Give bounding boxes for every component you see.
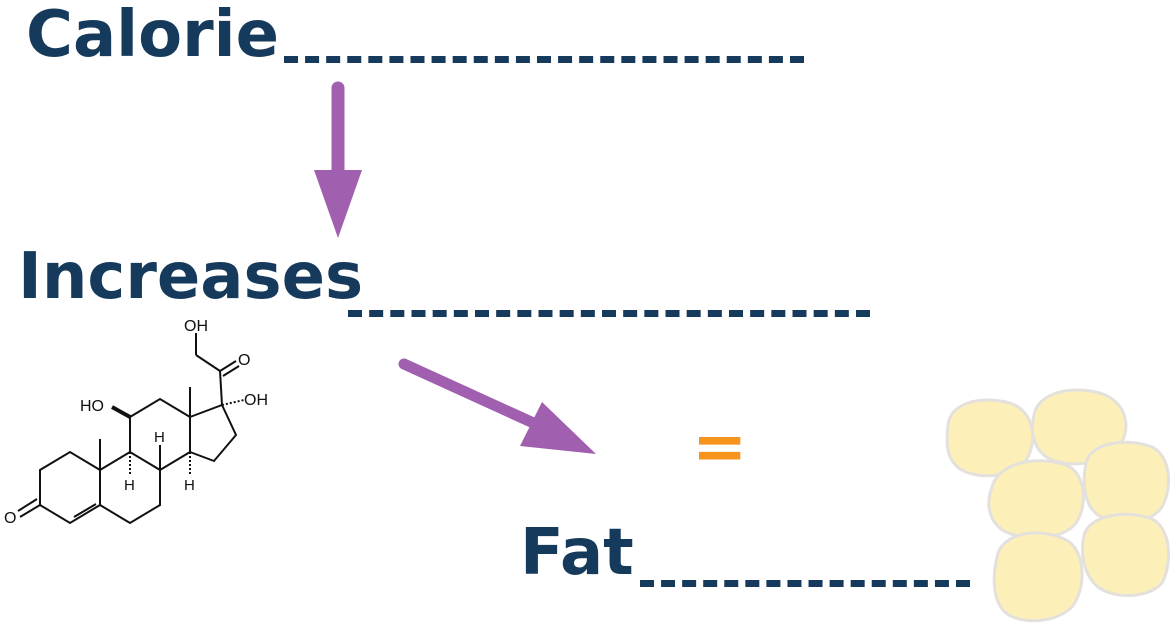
down-arrow-icon	[314, 81, 362, 238]
fat-cells-icon	[945, 388, 1171, 623]
fat-word: Fat	[520, 516, 634, 590]
calorie-blank-line	[284, 56, 804, 63]
increases-word: Increases	[18, 240, 364, 314]
h-label-1: H	[124, 477, 135, 494]
o-ketone-label: O	[238, 352, 250, 369]
steroid-molecule-icon: OH O HO OH H H H O	[4, 318, 268, 527]
ho-left-label: HO	[80, 398, 104, 415]
increases-blank-line	[348, 310, 870, 317]
h-label-3: H	[184, 477, 195, 494]
diagonal-arrow-icon	[398, 358, 596, 454]
equals-sign: =	[692, 408, 748, 485]
o-bottom-label: O	[4, 510, 16, 527]
oh-top-label: OH	[184, 318, 208, 335]
fat-blank-line	[640, 580, 970, 587]
oh-right-label: OH	[244, 392, 268, 409]
h-label-2: H	[154, 429, 165, 446]
calorie-word: Calorie	[26, 0, 279, 72]
